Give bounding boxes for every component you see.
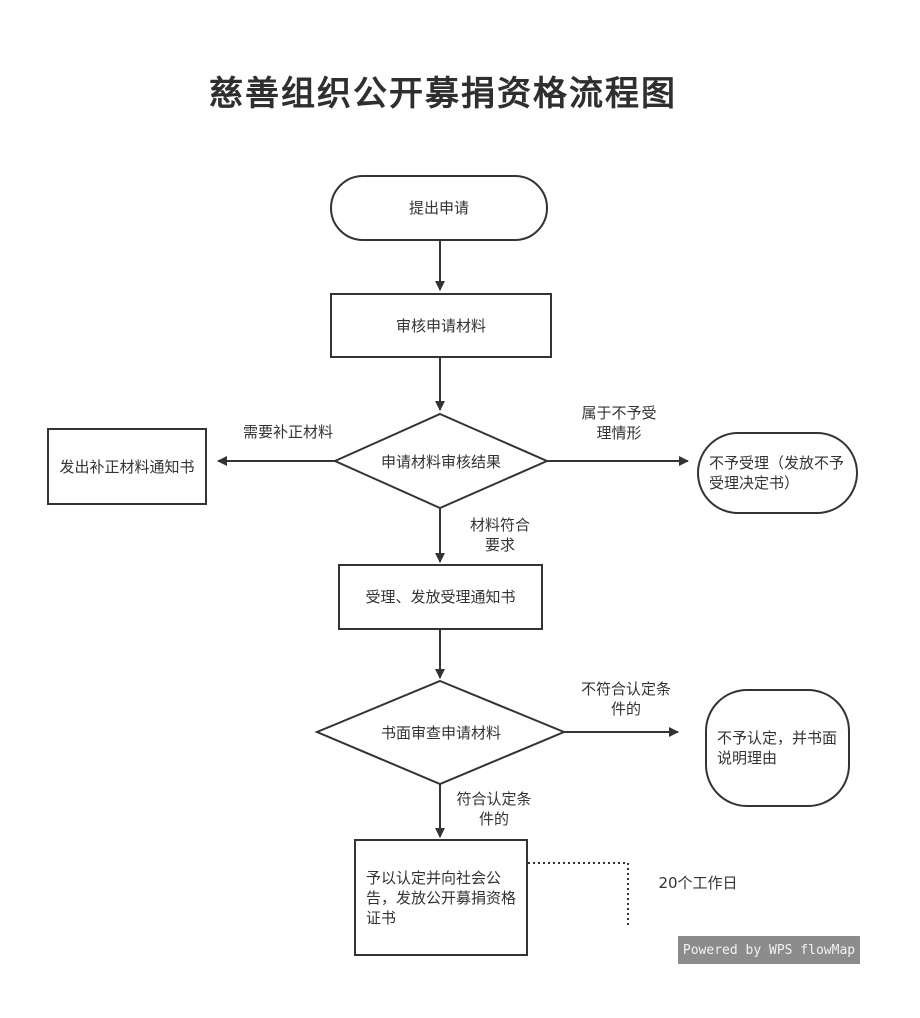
edge-label-meet-conditions: 符合认定条件的 [456,790,532,828]
start-node-submit: 提出申请 [330,175,548,241]
decision-written-review-label: 书面审查申请材料 [380,723,501,742]
decision-review-result-label: 申请材料审核结果 [380,452,501,471]
recognized-text: 予以认定并向社会公告，发放公开募捐资格证书 [366,868,517,927]
terminal-node-recognized: 予以认定并向社会公告，发放公开募捐资格证书 [354,839,528,956]
reject-text: 不予受理（发放不予受理决定书） [709,454,845,492]
wps-flowmap-badge[interactable]: Powered by WPS flowMap [678,936,860,964]
edge-label-not-meet-conditions: 不符合认定条件的 [580,680,671,718]
process-node-correction-notice: 发出补正材料通知书 [47,428,207,505]
edge-label-need-correction: 需要补正材料 [242,423,333,441]
edge-label-not-accepted: 属于不予受理情形 [581,404,657,442]
not-recognized-text: 不予认定，并书面说明理由 [717,729,838,767]
process-node-accept: 受理、发放受理通知书 [338,564,543,630]
correction-notice-text: 发出补正材料通知书 [59,457,195,476]
page-title: 慈善组织公开募捐资格流程图 [209,74,677,114]
edge-label-meets-requirements: 材料符合要求 [470,516,531,554]
terminal-node-reject: 不予受理（发放不予受理决定书） [697,432,858,514]
process-node-review-materials: 审核申请材料 [330,293,552,358]
deadline-annotation: 20个工作日 [658,874,738,892]
terminal-node-not-recognized: 不予认定，并书面说明理由 [705,689,850,807]
deadline-bracket [528,862,629,927]
